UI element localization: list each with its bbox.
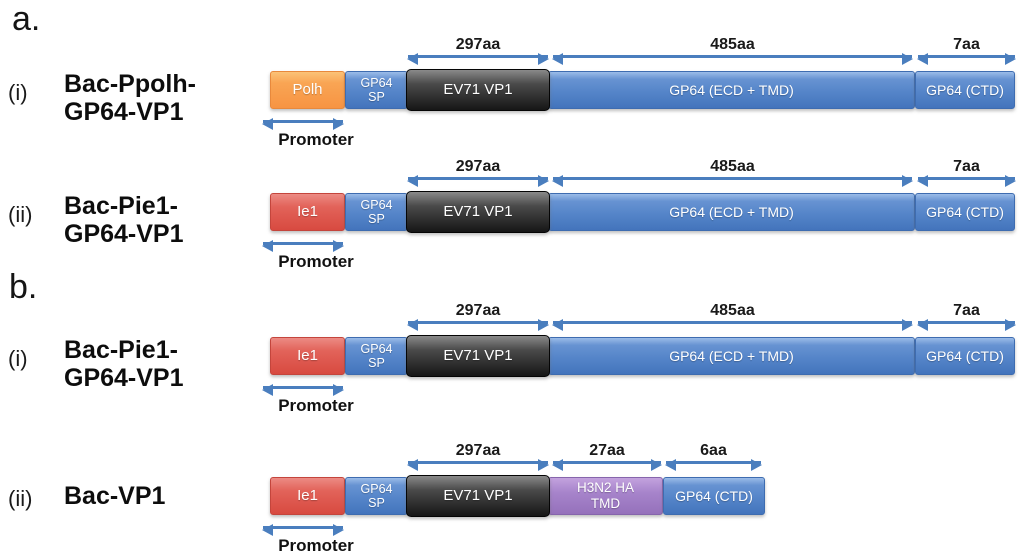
section-b-label: b. bbox=[9, 268, 38, 306]
segment-ie1: Ie1 bbox=[270, 193, 345, 231]
measure-label-485aa: 485aa bbox=[710, 302, 755, 319]
promoter-label: Promoter bbox=[278, 536, 354, 555]
measure-arrow-icon bbox=[917, 175, 1016, 187]
row-index: (ii) bbox=[8, 202, 33, 227]
construct-row-a-ii: (ii) Bac-Pie1- GP64-VP1 297aa 485aa 7aa … bbox=[0, 158, 1024, 280]
measure-label-485aa: 485aa bbox=[710, 158, 755, 175]
measure-arrow-icon bbox=[917, 53, 1016, 65]
promoter-arrow-icon bbox=[262, 240, 344, 252]
promoter-label: Promoter bbox=[278, 252, 354, 271]
measure-arrow-icon bbox=[407, 53, 549, 65]
construct-name: Bac-Ppolh- GP64-VP1 bbox=[64, 70, 196, 126]
construct-row-a-i: (i) Bac-Ppolh- GP64-VP1 297aa 485aa 7aa … bbox=[0, 36, 1024, 158]
measure-label-297aa: 297aa bbox=[455, 158, 501, 175]
segment-gp64-ecd-tmd: GP64 (ECD + TMD) bbox=[548, 71, 915, 109]
measure-arrow-icon bbox=[407, 175, 549, 187]
construct-name: Bac-Pie1- GP64-VP1 bbox=[64, 336, 184, 392]
row-index: (ii) bbox=[8, 486, 33, 511]
measure-label-6aa: 6aa bbox=[700, 442, 727, 459]
construct-name: Bac-VP1 bbox=[64, 482, 166, 510]
measure-arrow-icon bbox=[552, 319, 913, 331]
construct-row-b-ii: (ii) Bac-VP1 297aa 27aa 6aa Ie1 GP64 SP … bbox=[0, 442, 1024, 555]
measure-label-485aa: 485aa bbox=[710, 36, 755, 53]
segment-polh: Polh bbox=[270, 71, 345, 109]
row-index: (i) bbox=[8, 346, 28, 371]
segment-gp64-ctd: GP64 (CTD) bbox=[915, 71, 1015, 109]
promoter-label: Promoter bbox=[278, 130, 354, 149]
measure-label-7aa: 7aa bbox=[953, 302, 980, 319]
segment-ie1: Ie1 bbox=[270, 337, 345, 375]
measure-label-297aa: 297aa bbox=[455, 302, 501, 319]
promoter-arrow-icon bbox=[262, 118, 344, 130]
segment-gp64-sp: GP64 SP bbox=[345, 193, 408, 231]
promoter-label: Promoter bbox=[278, 396, 354, 415]
segment-gp64-sp: GP64 SP bbox=[345, 71, 408, 109]
measure-arrow-icon bbox=[552, 175, 913, 187]
segment-gp64-ctd: GP64 (CTD) bbox=[663, 477, 765, 515]
construct-name: Bac-Pie1- GP64-VP1 bbox=[64, 192, 184, 248]
measure-arrow-icon bbox=[407, 319, 549, 331]
segment-gp64-ecd-tmd: GP64 (ECD + TMD) bbox=[548, 337, 915, 375]
segment-ev71-vp1: EV71 VP1 bbox=[406, 191, 550, 233]
promoter-arrow-icon bbox=[262, 384, 344, 396]
segment-gp64-sp: GP64 SP bbox=[345, 337, 408, 375]
measure-label-297aa: 297aa bbox=[455, 36, 501, 53]
row-index: (i) bbox=[8, 80, 28, 105]
measure-arrow-icon bbox=[552, 53, 913, 65]
segment-ev71-vp1: EV71 VP1 bbox=[406, 335, 550, 377]
measure-arrow-icon bbox=[665, 459, 762, 471]
promoter-arrow-icon bbox=[262, 524, 344, 536]
segment-gp64-sp: GP64 SP bbox=[345, 477, 408, 515]
segment-ev71-vp1: EV71 VP1 bbox=[406, 475, 550, 517]
measure-arrow-icon bbox=[407, 459, 549, 471]
segment-ie1: Ie1 bbox=[270, 477, 345, 515]
segment-gp64-ecd-tmd: GP64 (ECD + TMD) bbox=[548, 193, 915, 231]
measure-label-7aa: 7aa bbox=[953, 36, 980, 53]
measure-label-297aa: 297aa bbox=[455, 442, 501, 459]
measure-arrow-icon bbox=[552, 459, 662, 471]
segment-gp64-ctd: GP64 (CTD) bbox=[915, 193, 1015, 231]
section-a-label: a. bbox=[12, 0, 41, 38]
construct-row-b-i: (i) Bac-Pie1- GP64-VP1 297aa 485aa 7aa I… bbox=[0, 302, 1024, 424]
segment-h3n2-ha-tmd: H3N2 HA TMD bbox=[548, 477, 663, 515]
segment-gp64-ctd: GP64 (CTD) bbox=[915, 337, 1015, 375]
segment-ev71-vp1: EV71 VP1 bbox=[406, 69, 550, 111]
measure-arrow-icon bbox=[917, 319, 1016, 331]
measure-label-7aa: 7aa bbox=[953, 158, 980, 175]
measure-label-27aa: 27aa bbox=[589, 442, 625, 459]
